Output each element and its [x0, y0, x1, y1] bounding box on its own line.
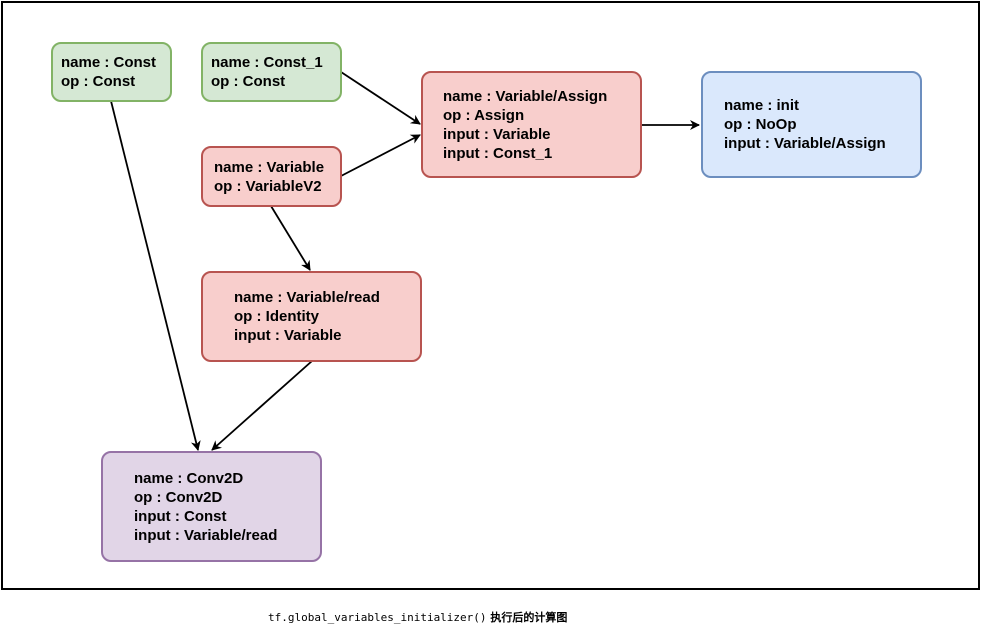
node-const-op: op : Const [61, 73, 136, 90]
node-variable-read-op: op : Identity [234, 308, 319, 325]
node-variable-assign-op: op : Assign [443, 106, 525, 124]
node-variable-op: op : VariableV2 [214, 177, 322, 195]
node-conv2d[interactable]: name : Conv2D op : Conv2D input : Const … [101, 451, 322, 562]
node-variable-read-name: name : Variable/read [234, 289, 380, 306]
node-conv2d-input-1: input : Const [134, 507, 227, 525]
node-init-name: name : init [724, 97, 800, 114]
figure-caption: tf.global_variables_initializer() 执行后的计算… [268, 609, 567, 625]
node-init-op: op : NoOp [724, 116, 797, 133]
node-variable-read[interactable]: name : Variable/read op : Identity input… [201, 271, 422, 362]
caption-code: tf.global_variables_initializer() [268, 611, 487, 624]
node-variable-assign-input-1: input : Variable [443, 125, 551, 143]
node-variable-assign[interactable]: name : Variable/Assign op : Assign input… [421, 71, 642, 178]
node-variable-read-input: input : Variable [234, 327, 342, 344]
caption-text: 执行后的计算图 [486, 611, 568, 624]
node-variable-assign-name: name : Variable/Assign [443, 87, 608, 105]
node-const[interactable]: name : Const op : Const [51, 42, 172, 102]
node-variable[interactable]: name : Variable op : VariableV2 [201, 146, 342, 207]
node-const-1-op: op : Const [211, 73, 286, 90]
node-conv2d-name: name : Conv2D [134, 469, 244, 487]
node-conv2d-input-2: input : Variable/read [134, 526, 278, 544]
node-const-1[interactable]: name : Const_1 op : Const [201, 42, 342, 102]
node-init[interactable]: name : init op : NoOp input : Variable/A… [701, 71, 922, 178]
node-init-input: input : Variable/Assign [724, 135, 886, 152]
node-variable-assign-input-2: input : Const_1 [443, 144, 553, 162]
node-conv2d-op: op : Conv2D [134, 488, 223, 506]
node-const-name: name : Const [61, 54, 157, 71]
node-const-1-name: name : Const_1 [211, 54, 323, 71]
node-variable-name: name : Variable [214, 158, 325, 176]
